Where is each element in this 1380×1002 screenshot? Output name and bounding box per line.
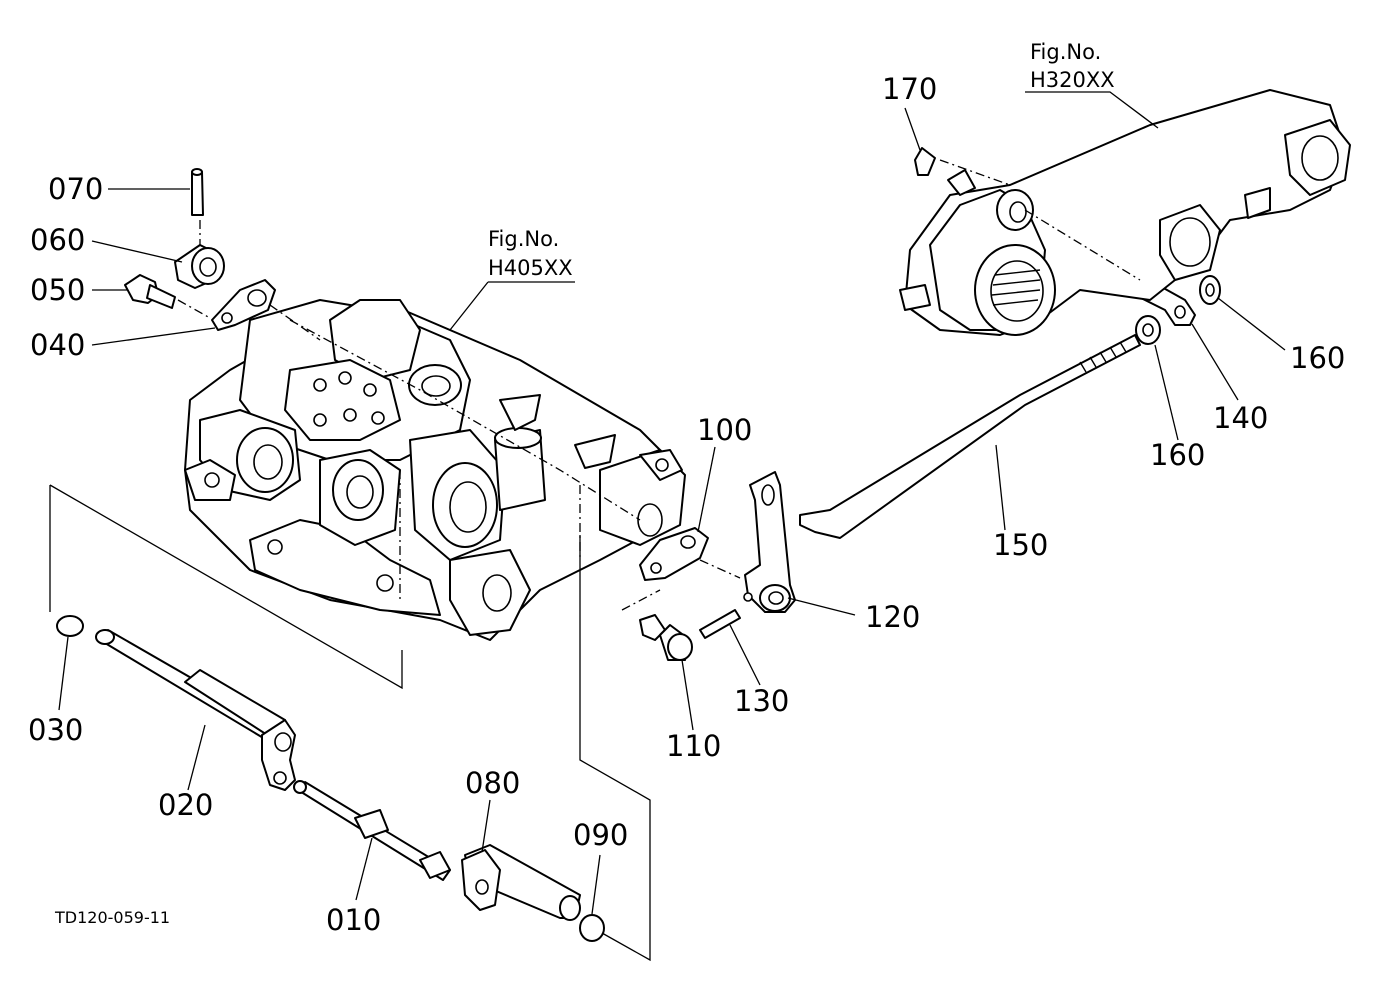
callout-050: 050: [30, 273, 85, 307]
fig-ref-h405-line2: H405XX: [488, 256, 573, 280]
bolt-110: [639, 614, 693, 661]
callout-160-upper: 160: [1290, 341, 1345, 375]
nut-160-upper: [1199, 275, 1221, 305]
fig-ref-h320-line1: Fig.No.: [1030, 40, 1101, 64]
callout-060: 060: [30, 223, 85, 257]
gasket-100: [639, 527, 709, 581]
callout-140: 140: [1213, 401, 1268, 435]
lever-120: [743, 471, 796, 613]
callout-040: 040: [30, 328, 85, 362]
pin-170: [947, 169, 976, 196]
clip-170: [914, 147, 936, 176]
valve-body: [184, 299, 686, 641]
callout-080: 080: [465, 766, 520, 800]
callout-010: 010: [326, 903, 381, 937]
callout-020: 020: [158, 788, 213, 822]
callout-120: 120: [865, 600, 920, 634]
collar-060: [174, 244, 225, 289]
lift-arm: [899, 89, 1351, 336]
callout-100: 100: [697, 413, 752, 447]
bolt-050: [124, 274, 176, 309]
gasket-040: [211, 279, 276, 331]
callout-170: 170: [882, 72, 937, 106]
pin-130: [699, 609, 741, 639]
spool-010: [293, 780, 451, 881]
callout-130: 130: [734, 684, 789, 718]
callout-030: 030: [28, 713, 83, 747]
o-ring-030: [56, 615, 84, 637]
callout-090: 090: [573, 818, 628, 852]
callout-150: 150: [993, 528, 1048, 562]
shaft-080: [461, 844, 581, 921]
drawing-code: TD120-059-11: [54, 908, 170, 927]
o-ring-090: [579, 914, 605, 942]
fig-ref-h405-line1: Fig.No.: [488, 227, 559, 251]
pin-070: [191, 168, 204, 216]
shaft-020: [95, 629, 296, 791]
rod-150: [799, 334, 1141, 539]
nut-160-lower: [1135, 315, 1161, 345]
callout-070: 070: [48, 172, 103, 206]
callout-160-lower: 160: [1150, 438, 1205, 472]
fig-ref-h320-line2: H320XX: [1030, 68, 1115, 92]
callout-110: 110: [666, 729, 721, 763]
